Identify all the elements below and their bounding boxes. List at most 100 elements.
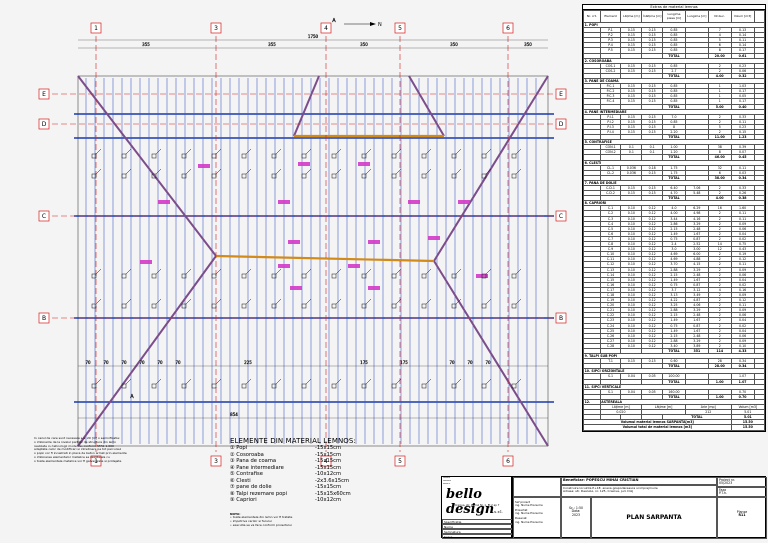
post-box [121,273,127,279]
dimension-text: 854 [230,412,238,417]
post-box [301,383,307,389]
post-symbol [481,378,492,389]
legend-item-label: ⑨ Capriori [230,497,257,503]
tie-plate [368,286,380,290]
legend-item: ③ Pana de coama-15x15cm [230,458,420,465]
post-leader [365,378,372,385]
axis-bubble [394,22,406,34]
post-box [331,273,337,279]
post-leader [155,168,162,175]
table-cell: 15.50 [730,424,766,431]
post-box [451,273,457,279]
post-box [331,383,337,389]
post-symbol [361,298,372,309]
post-symbol [421,168,432,179]
dimension-text: 70 [157,360,163,365]
post-symbol [151,148,162,159]
post-leader [215,268,222,275]
table-row: Lățime [m]Lățime [m]Arie [mp]Volum [m3] [583,404,766,411]
post-symbol [211,378,222,389]
note-line: o imbinarea elementelor metalice se real… [34,454,110,459]
post-symbol [271,148,282,159]
post-leader [215,378,222,385]
post-box [91,383,97,389]
phase-label: Faza [719,487,727,492]
volume-row: Volumul material lemnos SARPANTA[m3]15.5… [583,419,766,426]
post-symbol [331,298,342,309]
post-leader [95,378,102,385]
verification-row: Nume [443,479,448,481]
post-box [121,303,127,309]
post-leader [425,268,432,275]
post-leader [365,298,372,305]
post-symbol [511,168,522,179]
dimension-text: 350 [524,42,532,47]
post-box [451,303,457,309]
post-symbol [241,378,252,389]
post-leader [515,148,522,155]
post-box [91,153,97,159]
post-symbol [481,268,492,279]
post-symbol [181,148,192,159]
verification-row: Referat nr. [443,483,451,485]
post-leader [95,168,102,175]
axis-label-row: E [559,91,563,98]
plan-number-cell: Planse R11 [717,497,767,539]
legend-item-label: ⑦ pane de dolie [230,484,272,490]
tie-plates [140,162,488,290]
legend-item-value: -15x15cm [315,445,342,451]
team-name: ing. Nume Prenume [515,502,543,507]
team-name: ing. Nume Prenume [515,511,543,516]
axis-bubble [90,22,102,34]
post-symbol [121,168,132,179]
legend-item-value: -15x15cm [315,484,342,490]
legend-item-label: ⑥ Clesti [230,477,251,484]
dimension-text: 70 [85,360,91,365]
axis-bubble [320,22,332,34]
tie-plate [290,286,302,290]
post-symbol [301,148,312,159]
post-leader [155,378,162,385]
post-symbol [271,378,282,389]
post-box [331,173,337,179]
post-leader [335,378,342,385]
post-box [451,383,457,389]
note-line: adaptate celor de modificari si intretin… [34,447,122,452]
legend-title: ELEMENTE DIN MATERIAL LEMNOS: [230,437,356,445]
post-leader [185,168,192,175]
team-name: ing. Nume Prenume [515,519,543,524]
post-symbol [331,168,342,179]
scale-date-cell: Sc.: 1:50 Data: 2023 [561,497,591,539]
post-box [331,153,337,159]
beneficiary: Beneficiar: POPESCU MIHAI CRISTIAN [561,477,717,485]
post-box [211,383,217,389]
post-symbol [151,378,162,389]
axis-label-row: D [559,121,564,128]
post-symbol [271,298,282,309]
legend-item-value: -15x15cm [315,458,342,464]
axis-bubble [90,455,102,467]
post-symbol [301,268,312,279]
post-symbol [121,298,132,309]
axis-label-column: 5 [398,458,402,465]
post-leader [335,268,342,275]
post-box [181,153,187,159]
dimension-text: 225 [244,360,252,365]
post-symbol [241,148,252,159]
post-box [271,303,277,309]
